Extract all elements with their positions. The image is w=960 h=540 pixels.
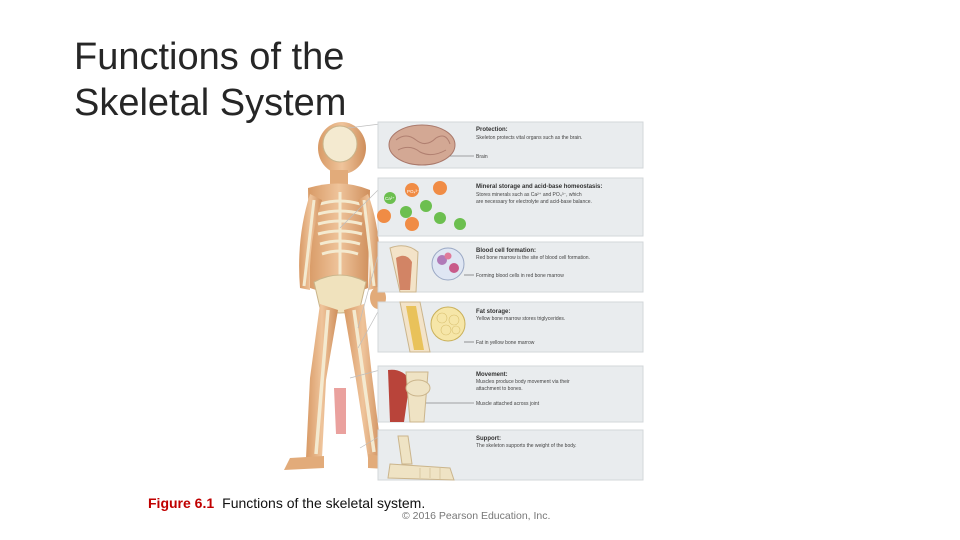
panel-description: The skeleton supports the weight of the … (476, 443, 577, 449)
panel-support: Support: The skeleton supports the weigh… (377, 429, 644, 481)
ion-label: Ca²⁺ (385, 196, 395, 201)
panel-description: Stores minerals such as Ca²⁺ and PO₄³⁻, … (476, 192, 582, 198)
slide-title-line-2: Skeletal System (74, 82, 347, 124)
slide-title: Functions of the Skeletal System (74, 34, 346, 126)
panel-description: are necessary for electrolyte and acid-b… (476, 199, 592, 205)
panel-label: Brain (476, 154, 488, 160)
panel-label: Fat in yellow bone marrow (476, 340, 535, 346)
panel-heading: Fat storage: (476, 309, 510, 315)
panel-heading: Protection: (476, 127, 508, 133)
panel-heading: Movement: (476, 372, 508, 378)
panel-description: attachment to bones. (476, 386, 523, 392)
panel-heading: Mineral storage and acid-base homeostasi… (476, 184, 602, 190)
panel-heading: Support: (476, 436, 501, 442)
leader-lines (339, 123, 381, 449)
panel-protection: Protection: Skeleton protects vital orga… (377, 121, 644, 169)
copyright-notice: © 2016 Pearson Education, Inc. (402, 510, 551, 522)
panel-label: Forming blood cells in red bone marrow (476, 273, 564, 279)
panel-fat-storage: Fat storage: Yellow bone marrow stores t… (377, 301, 644, 353)
slide-title-line-1: Functions of the (74, 36, 345, 78)
figure-caption: Figure 6.1 Functions of the skeletal syst… (148, 495, 425, 511)
panel-label: Muscle attached across joint (476, 401, 540, 407)
panel-description: Red bone marrow is the site of blood cel… (476, 255, 590, 261)
panel-blood-cell-formation: Blood cell formation: Red bone marrow is… (377, 241, 644, 293)
ion-label: PO₄³⁻ (407, 189, 420, 194)
figure-caption-text: Functions of the skeletal system. (222, 495, 426, 511)
skeletal-system-figure: Protection: Skeleton protects vital orga… (284, 121, 644, 481)
panel-description: Muscles produce body movement via their (476, 379, 570, 385)
mineral-ions-illustration: PO₄³⁻ Ca²⁺ (377, 181, 466, 231)
panel-movement: Movement: Muscles produce body movement … (377, 365, 644, 423)
panel-description: Yellow bone marrow stores triglycerides. (476, 316, 565, 322)
figure-number: Figure 6.1 (148, 495, 215, 511)
panel-description: Skeleton protects vital organs such as t… (476, 135, 582, 141)
panel-mineral-storage: PO₄³⁻ Ca²⁺ Mineral storage and acid-base… (377, 177, 644, 237)
human-skeleton-illustration (284, 122, 406, 470)
panel-heading: Blood cell formation: (476, 248, 536, 254)
